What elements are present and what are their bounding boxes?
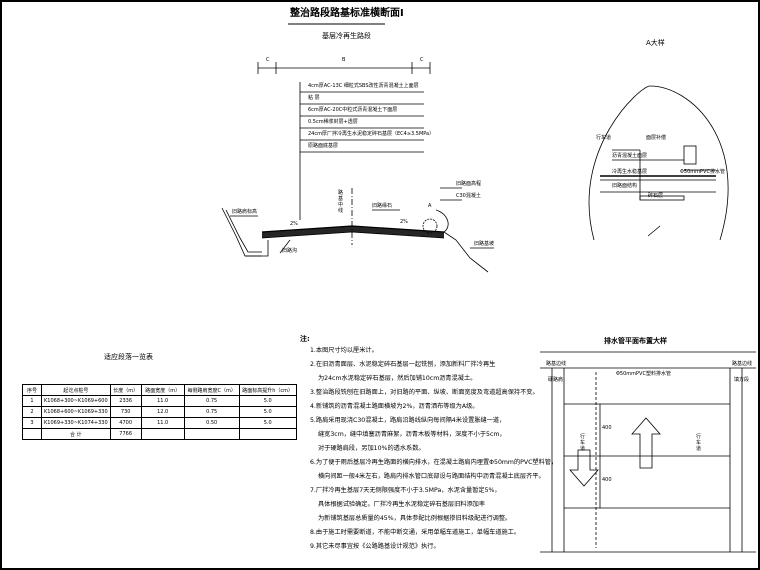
label-old-curb: 旧路缘石 xyxy=(372,203,393,209)
drain-edge-right: 路基边线 xyxy=(732,361,753,367)
drain-edge-left: 路基边线 xyxy=(546,361,567,367)
main-section-title: 整治路段路基标准横断面Ⅰ xyxy=(290,8,404,19)
table-header-row: 序号 起讫点桩号 长度（m） 路面宽度（m） 每侧路肩宽度C（m） 路面标高提升… xyxy=(22,384,297,396)
table-total-value: 7766 xyxy=(109,428,142,440)
drain-curb-right: 填方段 xyxy=(734,377,750,383)
table-cell: 2336 xyxy=(109,395,142,407)
note-item: 7.厂拌冷再生基层7天无侧限强度不小于3.5MPa，水泥含量暂定5%， xyxy=(310,487,501,494)
label-slope-left: 2% xyxy=(290,221,298,227)
table-cell: 0.50 xyxy=(183,417,240,429)
detail-a-asphalt: 面层补偿 xyxy=(646,135,667,141)
table-total-row: 合 计 7766 xyxy=(22,428,297,440)
note-item: 6.为了便于雨后基层冷再生路面的横向排水，在混凝土路肩内埋置Φ50mm的PVC塑… xyxy=(310,459,558,466)
table-cell: K1069+330~K1074+330 xyxy=(41,417,111,429)
table-total-label: 合 计 xyxy=(41,428,111,440)
note-item: 3.整治路段铣刨在旧路面上，对旧路的平面、纵坡、断面宽度及弯道超高保持不变。 xyxy=(310,389,539,396)
layer-6: 原路面底基层 xyxy=(308,143,339,149)
table-cell: 1 xyxy=(22,395,42,407)
detail-a-gravel: 碎石层 xyxy=(648,193,664,199)
table-row: 1 K1068+300~K1069+600 2336 11.0 0.75 5.0 xyxy=(22,395,297,407)
label-a-mark: A xyxy=(428,203,432,209)
table-cell: 4700 xyxy=(109,417,142,429)
drain-lane-right: 行车道 xyxy=(696,434,702,452)
table-header: 每侧路肩宽度C（m） xyxy=(183,384,240,396)
segment-table-title: 适应段落一览表 xyxy=(104,353,153,361)
main-section-subtitle: 基层冷再生路段 xyxy=(322,32,371,40)
table-cell: 3 xyxy=(22,417,42,429)
table-cell: 11.0 xyxy=(140,395,185,407)
table-cell: K1068+600~K1069+330 xyxy=(41,406,111,418)
note-item: 2.在旧沥青面层、水泥稳定碎石基层一起铣刨，添加新料厂拌冷再生 xyxy=(310,361,496,368)
detail-a-base: 冷再生水稳基层 xyxy=(612,169,648,175)
table-cell: 0.75 xyxy=(183,395,240,407)
dim-c-left: C xyxy=(266,57,270,63)
label-old-embankment: 旧路基坡 xyxy=(474,241,495,247)
table-cell: 0.75 xyxy=(183,406,240,418)
label-shoulder-left: 旧路肩标高 xyxy=(232,209,258,215)
notes-heading: 注: xyxy=(300,335,310,343)
table-cell: 2 xyxy=(22,406,42,418)
note-item: 为24cm水泥稳定碎石基层，然后加铺10cm沥青混凝土。 xyxy=(318,375,477,382)
table-cell: K1068+300~K1069+600 xyxy=(41,395,111,407)
layer-5: 24cm厚厂拌冷再生水泥稳定碎石基层（EC4≥3.5MPa） xyxy=(308,131,435,137)
note-item: 5.路肩采用现浇C30混凝土，路肩沿路线纵向每间隔4米设置胀缝一道， xyxy=(310,417,506,424)
table-cell: 5.0 xyxy=(238,395,297,407)
label-ditch: 旧路沟 xyxy=(282,248,298,254)
layer-4: 0.5cm稀浆封层+透层 xyxy=(308,119,358,125)
note-item: 9.其它未尽事宜按《公路路基设计规范》执行。 xyxy=(310,543,440,550)
table-header: 路面宽度（m） xyxy=(140,384,185,396)
segment-table: 序号 起讫点桩号 长度（m） 路面宽度（m） 每侧路肩宽度C（m） 路面标高提升… xyxy=(22,384,297,440)
note-item: 缝宽3cm，缝中填塞沥青麻絮，沥青木板等材料，深度不小于5cm， xyxy=(318,431,506,438)
table-header: 长度（m） xyxy=(109,384,142,396)
note-item: 对于硬路肩段，另加10%的透水系数。 xyxy=(318,445,425,452)
table-cell: 730 xyxy=(109,406,142,418)
table-cell xyxy=(183,428,240,440)
table-cell: 5.0 xyxy=(238,406,297,418)
detail-a-sidewalk: 行车道 xyxy=(596,135,612,141)
dim-b: B xyxy=(342,57,346,63)
table-cell: 5.0 xyxy=(238,417,297,429)
detail-a-title: A大样 xyxy=(646,39,665,47)
note-item: 4.新铺筑的沥青混凝土路面横坡为2%，沥青洒布等级为A级。 xyxy=(310,403,479,410)
note-item: 为新铺筑基层总质量的45%，具体参配比例根据掺旧料级配进行调整。 xyxy=(318,515,512,522)
note-item: 横向间距一般4米左右，路肩内排水管口底部设与路面结构中沥青混凝土底层齐平。 xyxy=(318,473,545,480)
table-row: 3 K1069+330~K1074+330 4700 11.0 0.50 5.0 xyxy=(22,417,297,429)
dim-c-right: C xyxy=(420,57,424,63)
drain-lane-left: 行车道 xyxy=(580,434,586,452)
layer-2: 粘 层 xyxy=(308,95,320,101)
table-row: 2 K1068+600~K1069+330 730 12.0 0.75 5.0 xyxy=(22,406,297,418)
label-slope-right: 2% xyxy=(400,219,408,225)
table-header: 路面标高提升h（cm） xyxy=(238,384,297,396)
label-road-height: 旧路面高程 xyxy=(456,181,482,187)
table-cell xyxy=(140,428,185,440)
note-item: 1.本图尺寸均以厘米计。 xyxy=(310,347,378,354)
table-header: 起讫点桩号 xyxy=(41,384,111,396)
note-item: 8.由于施工时需要断道，不能中断交通，采用单幅车道施工，单幅车道施工。 xyxy=(310,529,521,536)
drain-spacing-2: 400 xyxy=(602,477,612,483)
table-cell: 12.0 xyxy=(140,406,185,418)
table-header: 序号 xyxy=(22,384,42,396)
detail-a-pipe: Φ50mmPVC排水管 xyxy=(680,169,725,175)
detail-a-old-base: 旧路面结构 xyxy=(612,183,638,189)
drain-curb-left: 硬路肩 xyxy=(548,377,564,383)
drain-spacing-1: 400 xyxy=(602,425,612,431)
table-cell: 11.0 xyxy=(140,417,185,429)
layer-3: 6cm厚AC-20C中粒式沥青混凝土下面层 xyxy=(308,107,398,113)
drain-pipe-label: Φ50mmPVC塑料排水管 xyxy=(616,371,671,377)
label-concrete: C30混凝土 xyxy=(456,193,481,199)
drain-plan-title: 排水管平面布置大样 xyxy=(604,337,667,345)
label-center: 路基中线 xyxy=(338,190,344,214)
table-cell xyxy=(238,428,297,440)
table-cell xyxy=(22,428,42,440)
note-item: 具体根据试验确定。厂拌冷再生水泥稳定碎石基层旧料添加率 xyxy=(318,501,486,508)
layer-1: 4cm厚AC-13C 细粒式SBS改性沥青混凝土上面层 xyxy=(308,83,419,89)
detail-a-new-asphalt: 沥青混凝土面层 xyxy=(612,153,648,159)
